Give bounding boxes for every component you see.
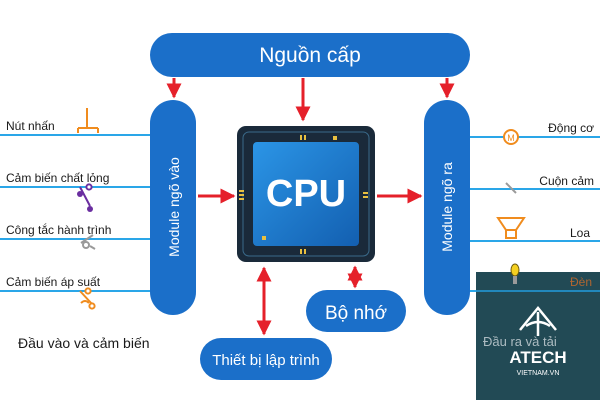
output-label-lamp: Đèn bbox=[570, 275, 592, 289]
pressure-sensor-icon bbox=[79, 287, 96, 310]
output-label-inductor: Cuộn cảm bbox=[539, 174, 594, 188]
memory-label: Bộ nhớ bbox=[325, 303, 387, 324]
limit-switch-icon bbox=[80, 234, 96, 250]
input-lines bbox=[0, 134, 150, 292]
output-label-motor: Động cơ bbox=[548, 121, 594, 135]
power-supply-block: Nguồn cấp bbox=[150, 33, 470, 77]
input-label-liquid-sensor: Cảm biến chất lỏng bbox=[6, 171, 109, 185]
atech-logo-icon bbox=[519, 306, 557, 336]
outputs-caption: Đầu ra và tải bbox=[483, 334, 557, 349]
watermark-site: VIETNAM.VN bbox=[517, 370, 560, 377]
inputs-caption: Đầu vào và cảm biến bbox=[18, 335, 150, 351]
power-supply-label: Nguồn cấp bbox=[259, 44, 361, 67]
output-module-label: Module ngõ ra bbox=[439, 162, 455, 252]
output-label-speaker: Loa bbox=[570, 226, 590, 240]
memory-block: Bộ nhớ bbox=[306, 290, 406, 332]
speaker-icon bbox=[496, 217, 526, 239]
cpu-label: CPU bbox=[266, 173, 346, 215]
input-module-label: Module ngõ vào bbox=[166, 157, 182, 257]
svg-text:M: M bbox=[507, 133, 515, 143]
inductor-icon bbox=[505, 182, 517, 194]
lamp-icon bbox=[510, 263, 520, 284]
motor-icon: M bbox=[503, 129, 519, 145]
power-arrows bbox=[166, 78, 455, 122]
programming-device-label: Thiết bị lập trình bbox=[212, 352, 320, 369]
output-lines bbox=[470, 136, 600, 292]
cpu-pins bbox=[239, 135, 368, 254]
input-module-block: Module ngõ vào bbox=[150, 100, 196, 315]
input-label-limit-switch: Công tắc hành trình bbox=[6, 222, 111, 237]
liquid-sensor-icon bbox=[77, 183, 93, 212]
input-label-push-button: Nút nhấn bbox=[6, 119, 55, 133]
watermark-brand: ATECH bbox=[509, 348, 566, 367]
programming-device-block: Thiết bị lập trình bbox=[200, 338, 332, 380]
push-button-icon bbox=[77, 108, 99, 133]
cpu-chip: CPU bbox=[237, 126, 375, 262]
output-module-block: Module ngõ ra bbox=[424, 100, 470, 315]
watermark: Đèn Đầu ra và tải ATECH VIETNAM.VN bbox=[476, 263, 600, 400]
input-label-pressure-sensor: Cảm biến áp suất bbox=[6, 275, 101, 289]
